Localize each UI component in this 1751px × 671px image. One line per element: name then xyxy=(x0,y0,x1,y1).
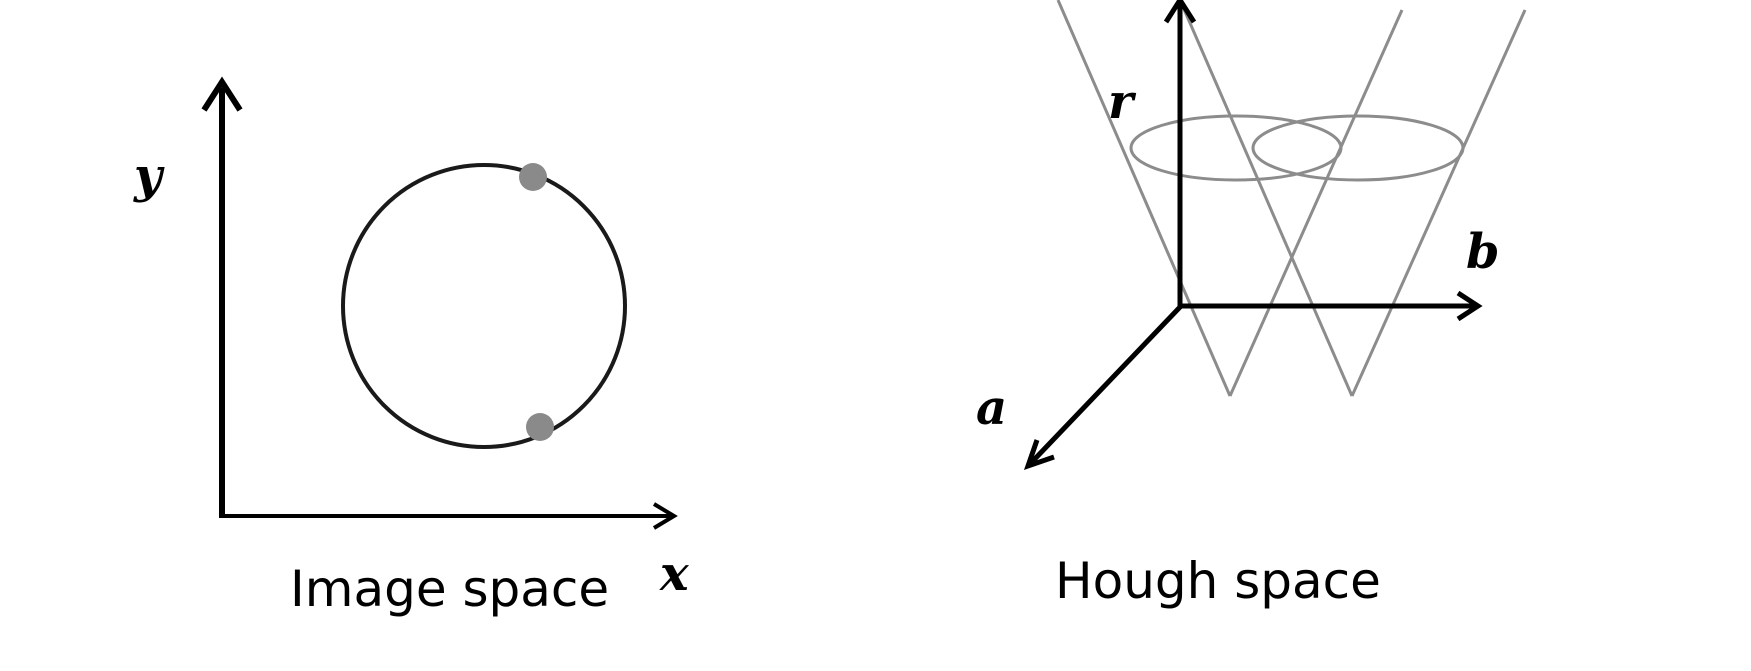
image-circle xyxy=(341,163,627,449)
image-space-panel: y x Image space xyxy=(133,76,690,618)
cone-1-ring xyxy=(1129,114,1343,182)
cone-2-left-edge xyxy=(1178,0,1354,397)
hough-b-axis xyxy=(1178,290,1483,322)
edge-point-bottom xyxy=(526,413,554,441)
image-space-caption: Image space xyxy=(290,560,609,618)
hough-cones xyxy=(1056,0,1527,397)
hough-space-panel: r b a Hough space xyxy=(976,0,1527,610)
image-x-axis xyxy=(219,502,678,530)
hough-b-axis-label: b xyxy=(1466,224,1500,280)
cone-2-ring xyxy=(1251,114,1465,182)
hough-a-axis xyxy=(1023,304,1183,471)
edge-point-top xyxy=(519,163,547,191)
cone-2-right-edge xyxy=(1350,9,1527,397)
hough-r-axis-label: r xyxy=(1108,74,1137,130)
hough-a-axis-label: a xyxy=(976,380,1007,436)
image-y-axis-label: y xyxy=(133,148,165,204)
image-x-axis-label: x xyxy=(659,546,690,602)
image-y-axis xyxy=(201,76,243,518)
cone-1-left-edge xyxy=(1056,0,1232,397)
cone-1-right-edge xyxy=(1228,9,1404,397)
hough-r-axis xyxy=(1163,0,1197,308)
hough-space-caption: Hough space xyxy=(1055,552,1381,610)
